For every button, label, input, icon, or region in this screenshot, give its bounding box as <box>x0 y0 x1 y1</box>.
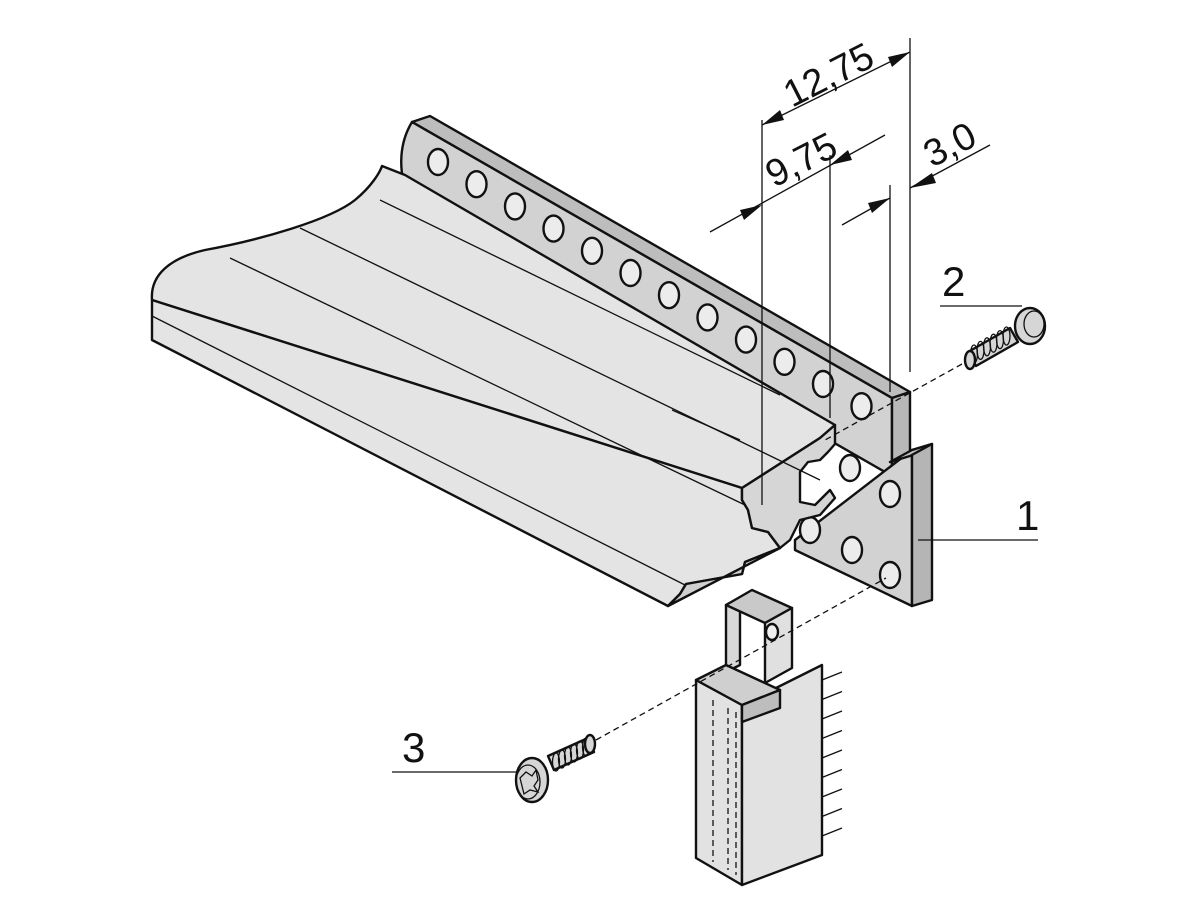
rail-end-profile <box>740 423 837 550</box>
screw-3-thread <box>557 749 567 769</box>
guide-column-front <box>694 678 744 887</box>
screw-2-head-rim <box>1023 310 1045 338</box>
assembly-line-screw-3 <box>595 577 887 741</box>
dim-3-0-arrow-left <box>868 198 890 213</box>
callouts: 1 2 3 <box>392 258 1039 773</box>
comb-teeth <box>821 671 843 837</box>
plate-hole <box>838 453 862 483</box>
plate-hole <box>878 560 902 590</box>
flange-hole <box>580 236 604 266</box>
assembly-line-screw-2 <box>824 363 963 441</box>
screw-3-thread <box>551 752 561 772</box>
comb-tooth <box>821 710 843 720</box>
screw-2-tip <box>963 349 977 371</box>
dim-3-0-arrow-right <box>910 173 936 188</box>
comb-tooth <box>821 768 843 779</box>
screw-2-head <box>1013 306 1047 346</box>
flange-hole <box>696 303 719 332</box>
guide-rail <box>150 164 837 608</box>
comb-tooth <box>821 788 843 798</box>
comb-tooth <box>821 671 843 681</box>
screw-3-threads <box>551 737 591 772</box>
screw-3-torx-recess <box>519 768 540 796</box>
plate-hole <box>840 535 864 565</box>
callout-1-label: 1 <box>1016 492 1039 539</box>
plate-hole <box>878 479 902 509</box>
angle-plate-holes <box>798 453 902 590</box>
angle-plate-side <box>910 442 934 608</box>
comb-tooth <box>821 807 843 818</box>
rail-line-1 <box>299 227 821 481</box>
angle-plate <box>793 442 934 608</box>
flange-hole <box>811 369 835 399</box>
flange-hole <box>542 214 565 243</box>
plate-hole <box>798 515 822 545</box>
comb-tooth <box>821 749 843 759</box>
screw-3-thread <box>563 746 573 766</box>
rail-line-3 <box>151 315 686 586</box>
card-guide-profile <box>694 588 843 887</box>
comb-tooth <box>821 690 843 701</box>
flange-hole <box>773 347 796 376</box>
rail-top-surface <box>150 164 837 490</box>
screw-3-tip <box>583 733 597 755</box>
dim-12-75-line <box>761 51 911 126</box>
screw-icon <box>963 306 1047 371</box>
dim-label-3-0: 3,0 <box>917 115 983 176</box>
flange-holes <box>426 147 873 421</box>
torx-screw-icon <box>514 733 597 804</box>
flange-hole <box>734 325 758 354</box>
angle-plate-top <box>888 442 934 464</box>
dim-label-12-75: 12,75 <box>777 35 881 116</box>
callout-3-label: 3 <box>402 724 425 771</box>
dim-12-75-arrow-right <box>888 52 910 67</box>
screw-2-threads <box>969 326 1011 364</box>
dim-9-75-line <box>709 134 886 233</box>
guide-column-step <box>740 688 782 724</box>
rail-bottom-lip <box>666 546 782 608</box>
dim-9-75-arrow-left <box>740 205 762 220</box>
flange-hole <box>503 192 527 221</box>
screw-2-thread <box>1002 326 1011 346</box>
flange-hole <box>619 258 642 288</box>
dim-9-75-arrow-right <box>830 150 852 165</box>
dim-label-9-75: 9,75 <box>759 125 844 196</box>
guide-hole <box>764 622 780 642</box>
flange-hole <box>850 392 873 421</box>
dim-12-75-arrow-left <box>762 110 784 125</box>
comb-tooth <box>821 729 843 740</box>
screw-3-thread <box>569 743 579 763</box>
flange-hole <box>657 281 681 310</box>
rail-line-5 <box>671 409 741 441</box>
comb-tooth <box>821 827 843 837</box>
callout-2-label: 2 <box>942 258 965 305</box>
screw-3-head-rim <box>515 764 541 800</box>
guide-column-side <box>740 663 824 887</box>
rail-line-4 <box>379 199 781 396</box>
rail-line-2 <box>229 257 746 506</box>
flange-hole <box>426 147 450 177</box>
screw-3-thread <box>575 740 585 760</box>
flange-hole <box>465 169 488 199</box>
